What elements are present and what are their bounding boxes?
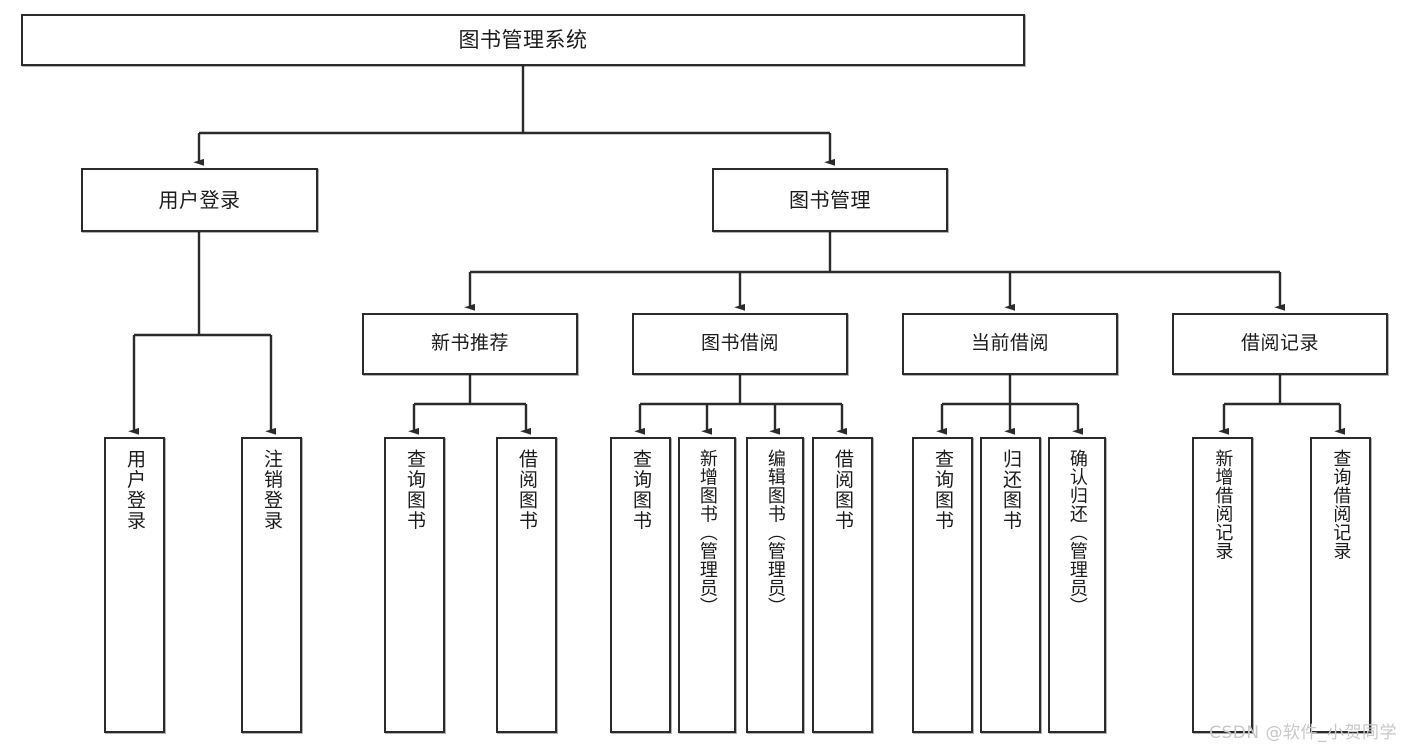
leaf-query-book-current[interactable]: 查询图书 — [912, 437, 973, 733]
leaf-borrow-book[interactable]: 借阅图书 — [812, 437, 873, 733]
node-new-book-recommend[interactable]: 新书推荐 — [362, 313, 578, 375]
leaf-add-borrow-record-label: 新增借阅记录 — [1212, 449, 1234, 560]
leaf-logout[interactable]: 注销登录 — [241, 437, 302, 733]
leaf-query-borrow-record[interactable]: 查询借阅记录 — [1310, 437, 1371, 733]
node-root[interactable]: 图书管理系统 — [21, 14, 1025, 66]
node-book-borrow[interactable]: 图书借阅 — [632, 313, 848, 375]
leaf-logout-label: 注销登录 — [261, 449, 284, 531]
leaf-user-login[interactable]: 用户登录 — [104, 437, 165, 733]
node-book-borrow-label: 图书借阅 — [700, 332, 779, 355]
leaf-borrow-book-label: 借阅图书 — [832, 449, 855, 531]
leaf-add-book-admin-label: 新增图书（管理员） — [696, 449, 718, 616]
leaf-query-book-new[interactable]: 查询图书 — [384, 437, 445, 733]
node-borrow-record[interactable]: 借阅记录 — [1172, 313, 1388, 375]
leaf-user-login-label: 用户登录 — [124, 449, 147, 531]
leaf-borrow-book-new-label: 借阅图书 — [516, 449, 539, 531]
node-borrow-record-label: 借阅记录 — [1240, 332, 1319, 355]
node-new-book-recommend-label: 新书推荐 — [430, 332, 509, 355]
node-book-management-label: 图书管理 — [789, 187, 871, 212]
leaf-query-book-borrow[interactable]: 查询图书 — [610, 437, 671, 733]
leaf-edit-book-admin-label: 编辑图书（管理员） — [764, 449, 786, 616]
node-user-login[interactable]: 用户登录 — [81, 168, 318, 232]
node-book-management[interactable]: 图书管理 — [712, 168, 948, 232]
leaf-return-book-label: 归还图书 — [1000, 449, 1023, 531]
leaf-confirm-return-admin[interactable]: 确认归还（管理员） — [1048, 437, 1106, 733]
leaf-borrow-book-new[interactable]: 借阅图书 — [496, 437, 557, 733]
leaf-add-book-admin[interactable]: 新增图书（管理员） — [678, 437, 736, 733]
leaf-return-book[interactable]: 归还图书 — [980, 437, 1041, 733]
leaf-query-book-new-label: 查询图书 — [404, 449, 427, 531]
node-current-borrow-label: 当前借阅 — [970, 332, 1049, 355]
leaf-edit-book-admin[interactable]: 编辑图书（管理员） — [746, 437, 804, 733]
leaf-add-borrow-record[interactable]: 新增借阅记录 — [1192, 437, 1253, 733]
node-root-label: 图书管理系统 — [458, 27, 588, 52]
csdn-watermark: CSDN @软件_小贺同学 — [1209, 723, 1397, 743]
leaf-query-book-current-label: 查询图书 — [932, 449, 955, 531]
node-user-login-label: 用户登录 — [158, 187, 241, 212]
node-current-borrow[interactable]: 当前借阅 — [902, 313, 1118, 375]
leaf-confirm-return-admin-label: 确认归还（管理员） — [1066, 449, 1088, 616]
leaf-query-book-borrow-label: 查询图书 — [630, 449, 653, 531]
leaf-query-borrow-record-label: 查询借阅记录 — [1330, 449, 1352, 560]
